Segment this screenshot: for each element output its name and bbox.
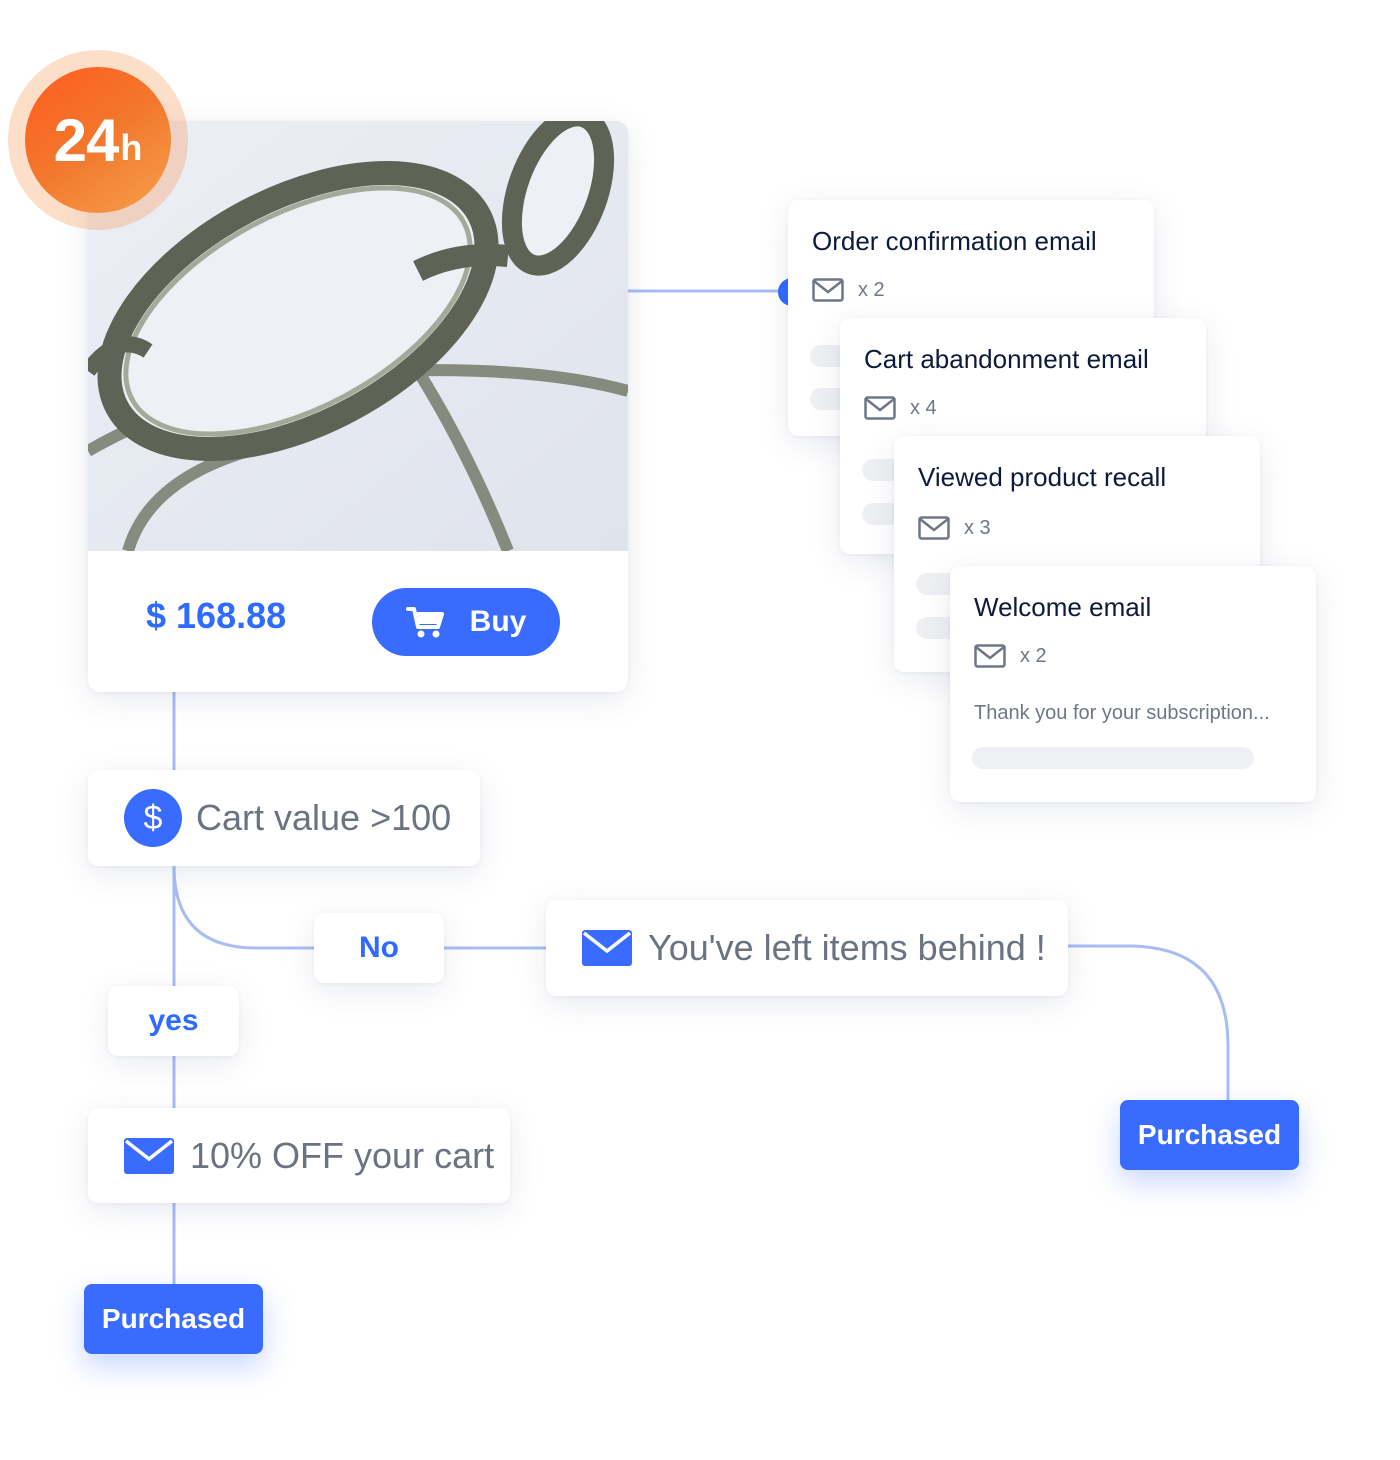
mail-outline-icon	[864, 396, 896, 420]
condition-node[interactable]: $ Cart value >100	[88, 770, 480, 866]
condition-label: Cart value >100	[196, 797, 452, 838]
timer-unit: h	[120, 127, 143, 168]
email-card-title: Order confirmation email	[812, 226, 1097, 256]
branch-yes-label: yes	[148, 1004, 199, 1037]
buy-button[interactable]: Buy	[372, 588, 560, 656]
email-count: x 3	[964, 516, 991, 539]
dollar-icon: $	[124, 789, 182, 847]
purchased-button-right[interactable]: Purchased	[1120, 1100, 1299, 1170]
email-node-label: You've left items behind !	[648, 927, 1046, 968]
branch-no[interactable]: No	[314, 913, 444, 983]
mail-outline-icon	[812, 278, 844, 302]
timer-number: 24	[53, 106, 120, 174]
branch-no-label: No	[359, 931, 399, 964]
email-count: x 2	[1020, 644, 1047, 667]
email-card-meta: x 2	[974, 644, 1047, 668]
email-card-title: Welcome email	[974, 592, 1152, 622]
mail-filled-icon	[124, 1137, 174, 1174]
connector-condition-to-no	[172, 865, 314, 950]
product-price: $ 168.88	[146, 595, 287, 636]
email-card-meta: x 2	[812, 278, 885, 302]
email-card-title: Viewed product recall	[918, 462, 1167, 492]
email-card-title: Cart abandonment email	[864, 344, 1149, 374]
mail-outline-icon	[974, 644, 1006, 668]
product-card: $ 168.88 Buy	[88, 121, 628, 692]
email-card-meta: x 4	[864, 396, 937, 420]
email-node-left-items[interactable]: You've left items behind !	[546, 900, 1068, 996]
mail-outline-icon	[918, 516, 950, 540]
mail-filled-icon	[582, 930, 632, 966]
email-node-discount[interactable]: 10% OFF your cart	[88, 1108, 510, 1203]
email-snippet: Thank you for your subscription...	[974, 702, 1270, 724]
email-count: x 4	[910, 396, 937, 419]
timer-badge: 24 h	[25, 67, 171, 213]
cart-icon	[405, 607, 444, 638]
purchased-button-left[interactable]: Purchased	[84, 1284, 263, 1354]
email-card-meta: x 3	[918, 516, 991, 540]
branch-yes[interactable]: yes	[108, 986, 239, 1056]
email-node-label: 10% OFF your cart	[190, 1134, 495, 1176]
placeholder-bar	[972, 747, 1254, 769]
connector-email-to-purchased-right	[1068, 944, 1230, 1100]
email-count: x 2	[858, 278, 885, 301]
email-card-welcome[interactable]: Welcome email x 2 Thank you for your sub…	[950, 566, 1316, 802]
buy-label: Buy	[469, 605, 527, 638]
product-image	[88, 121, 628, 551]
